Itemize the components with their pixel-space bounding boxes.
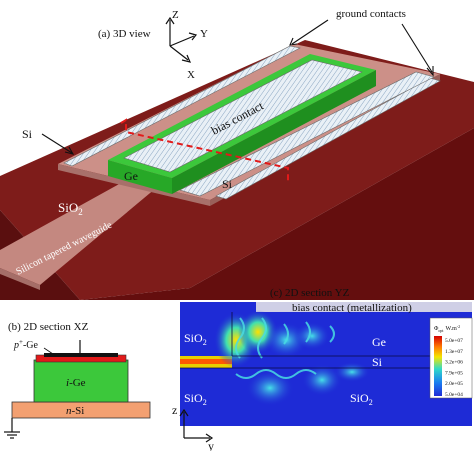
colorbar-ticks: 5.0e+07 1.3e+07 3.2e+06 7.9e+05 2.0e+05 5.0e+… xyxy=(445,338,463,398)
field-map xyxy=(180,302,472,426)
tapered-waveguide xyxy=(0,168,180,285)
axis-y-section-label: y xyxy=(208,439,214,451)
sio2-bottom-right-label: SiO2 xyxy=(350,391,373,407)
panel-b-section-xz: (b) 2D section XZ p+-Ge i-Ge n-Si xyxy=(4,321,151,439)
ground-contact-left xyxy=(63,45,301,167)
sio2-label-sub: 2 xyxy=(78,207,83,217)
panel-c-caption: (c) 2D section YZ xyxy=(270,287,350,299)
hot-spot xyxy=(334,362,370,382)
p-ge-leader xyxy=(43,347,57,357)
axis-triad xyxy=(165,16,198,63)
axis-z-section-label: z xyxy=(172,403,177,417)
metallization-label: bias contact (metallization) xyxy=(292,302,412,314)
ground-symbol xyxy=(4,418,20,439)
ge-mesa-side xyxy=(172,70,376,194)
sio2-top-left-label: SiO2 xyxy=(184,331,207,347)
ground-contact-right-strip xyxy=(179,71,435,197)
colorbar-tick-label: 5.0e+07 xyxy=(445,338,463,344)
silicon-slab-front xyxy=(58,164,210,206)
ge-section-label: Ge xyxy=(372,335,386,349)
tapered-waveguide-side xyxy=(0,268,40,290)
field-fringes xyxy=(235,317,335,379)
leader-lines xyxy=(41,19,434,155)
panel-c-section-yz: (c) 2D section YZ xyxy=(172,287,473,451)
panel-a-caption: (a) 3D view xyxy=(98,28,151,40)
hot-spot xyxy=(246,370,294,406)
i-ge-label: i-Ge xyxy=(66,377,86,389)
axis-y-label: Y xyxy=(200,28,208,40)
sio2-label: SiO2 xyxy=(58,200,83,217)
sio2-substrate-front-dark xyxy=(80,128,474,300)
colorbar-tick-label: 3.2e+06 xyxy=(445,360,463,366)
ge-mesa-front xyxy=(108,160,172,194)
ground-contacts-label: ground contacts xyxy=(336,8,406,20)
axis-x-label: X xyxy=(187,69,195,81)
colorbar-tick-label: 2.0e+05 xyxy=(445,381,463,387)
section-cut-line xyxy=(120,118,289,184)
bias-contact-pad xyxy=(123,59,363,173)
si-right-label: Si xyxy=(222,177,233,191)
si-section-label: Si xyxy=(372,355,383,369)
sio2-label-base: SiO xyxy=(58,200,78,215)
n-si-label: n-Si xyxy=(66,405,84,417)
si-guide-core xyxy=(180,359,232,364)
sio2-bottom-left-label: SiO2 xyxy=(184,391,207,407)
section-axes xyxy=(179,408,214,443)
p-ge-label: p+-Ge xyxy=(13,338,39,351)
colorbar-gradient xyxy=(434,336,442,396)
si-left-label: Si xyxy=(22,127,33,141)
hot-spot xyxy=(294,322,330,350)
colorbar-tick-label: 5.0e+04 xyxy=(445,392,463,398)
panel-b-caption: (b) 2D section XZ xyxy=(8,321,89,333)
colorbar-tick-label: 1.3e+07 xyxy=(445,349,463,355)
axis-z-label: Z xyxy=(172,9,179,21)
colorbar-tick-label: 7.9e+05 xyxy=(445,370,463,376)
ground-contact-right xyxy=(215,77,441,200)
panel-a-3d-view: (a) 3D view Z Y X ground contacts bias c… xyxy=(0,8,474,300)
top-contact xyxy=(44,353,118,357)
metallization-strip xyxy=(256,302,472,312)
ge-label: Ge xyxy=(124,169,138,183)
